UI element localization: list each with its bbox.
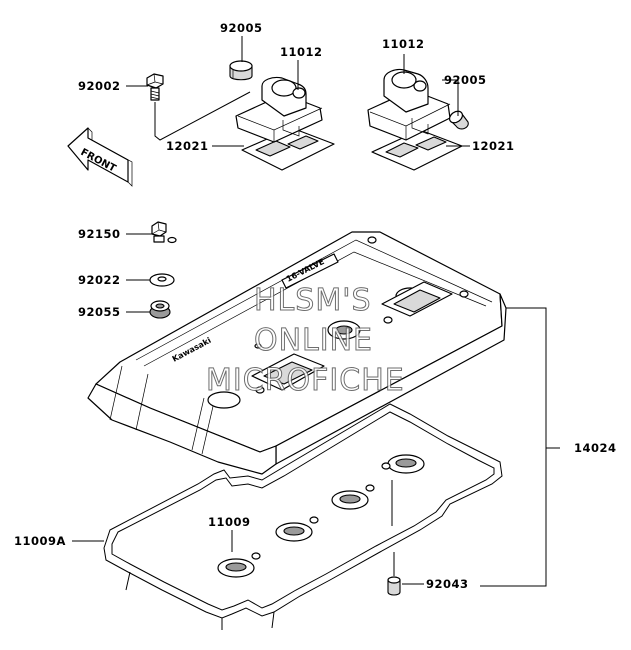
gasket-opening-left-2 <box>287 135 319 150</box>
part-number-labels: 92005 11012 92002 12021 11012 92005 1202… <box>14 21 617 591</box>
label-92055: 92055 <box>78 305 121 319</box>
label-11012-left: 11012 <box>280 45 323 59</box>
label-92005-right: 92005 <box>444 73 487 87</box>
reed-valve-assembly-right <box>367 68 469 171</box>
label-92002: 92002 <box>78 79 121 93</box>
label-11009: 11009 <box>208 515 251 529</box>
washer-92022-drawing <box>149 273 175 287</box>
watermark-line-3: MICROFICHE <box>206 363 405 398</box>
leader-lines <box>72 36 560 587</box>
cylinder-head-cover: Kawasaki 16-VALVE <box>87 231 507 475</box>
cover-front-face <box>87 383 277 475</box>
watermark: HLSM'S ONLINE MICROFICHE <box>206 283 405 399</box>
label-92043: 92043 <box>426 577 469 591</box>
grommet-92055-drawing <box>149 300 171 319</box>
dowel-pin-92043 <box>387 576 401 596</box>
watermark-line-2: ONLINE <box>254 323 373 358</box>
reed-valve-gasket-right <box>371 129 463 171</box>
label-11012-right: 11012 <box>382 37 425 51</box>
label-92022: 92022 <box>78 273 121 287</box>
reed-valve-assembly-left <box>146 60 335 171</box>
cap-92005-left <box>229 60 253 81</box>
front-direction-arrow: FRONT <box>67 127 133 187</box>
watermark-line-1: HLSM'S <box>254 283 372 318</box>
gasket-opening-left-1 <box>255 140 291 157</box>
cover-gasket-inner <box>111 411 495 611</box>
cover-gasket-outline <box>103 403 503 619</box>
plug-seal-group <box>217 454 425 578</box>
bolt-92002 <box>146 73 164 101</box>
label-92150: 92150 <box>78 227 121 241</box>
nut-92150-drawing <box>151 221 177 244</box>
label-12021-left: 12021 <box>166 139 209 153</box>
label-11009A: 11009A <box>14 534 66 548</box>
label-92005-left: 92005 <box>220 21 263 35</box>
cap-92005-right <box>448 110 469 130</box>
label-12021-right: 12021 <box>472 139 515 153</box>
label-14024: 14024 <box>574 441 617 455</box>
